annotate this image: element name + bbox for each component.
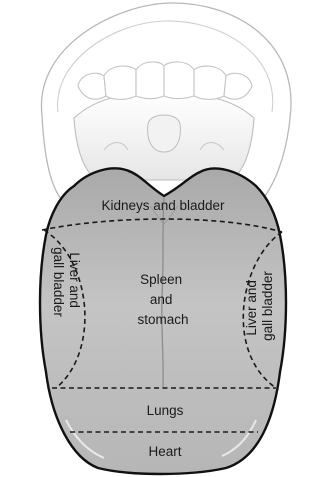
label-lungs: Lungs xyxy=(147,403,184,418)
label-left-liver-gall-bladder: Liver and gall bladder xyxy=(51,247,82,317)
label-right-liver-gall-bladder: Liver and gall bladder xyxy=(244,271,275,341)
throat xyxy=(74,94,254,180)
label-heart: Heart xyxy=(148,444,181,459)
label-kidneys-and-bladder: Kidneys and bladder xyxy=(101,198,225,213)
